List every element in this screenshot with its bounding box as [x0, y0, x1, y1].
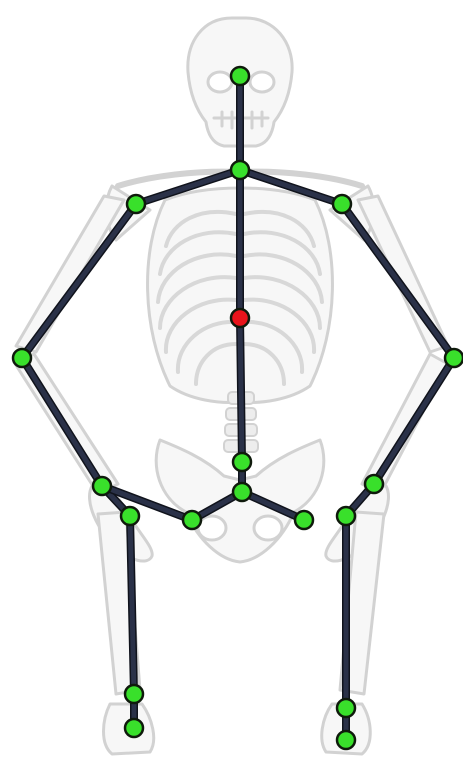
bone-left-shoulder-to-left-elbow [342, 204, 454, 358]
left-obturator [254, 516, 282, 540]
joint-right-wrist-upper[interactable] [93, 477, 111, 495]
joint-right-wrist-lower[interactable] [121, 507, 139, 525]
bone-spine-to-hip-upper [240, 318, 242, 462]
bone-right-shoulder-to-right-elbow [22, 204, 136, 358]
joint-hip-upper[interactable] [233, 453, 251, 471]
left-eye-socket [208, 72, 232, 92]
joint-hip-center[interactable] [233, 483, 251, 501]
joint-left-knee[interactable] [337, 699, 355, 717]
bone-left-elbow-to-left-wrist-upper [374, 358, 454, 484]
joint-left-elbow[interactable] [445, 349, 463, 367]
bone-right-elbow-to-right-wrist-upper [22, 358, 102, 486]
joint-right-knee[interactable] [125, 685, 143, 703]
joint-left-wrist-lower[interactable] [337, 507, 355, 525]
right-eye-socket [250, 72, 274, 92]
joint-neck[interactable] [231, 161, 249, 179]
joint-left-foot[interactable] [337, 731, 355, 749]
left-forearm [362, 354, 448, 494]
joint-right-elbow[interactable] [13, 349, 31, 367]
joint-spine[interactable] [231, 309, 249, 327]
joint-head[interactable] [231, 67, 249, 85]
joint-left-hip[interactable] [295, 511, 313, 529]
joint-left-wrist-upper[interactable] [365, 475, 383, 493]
right-humerus [16, 196, 124, 352]
anatomical-skeleton-background [14, 18, 448, 754]
joint-right-hip[interactable] [183, 511, 201, 529]
joint-right-foot[interactable] [125, 719, 143, 737]
joint-left-shoulder[interactable] [333, 195, 351, 213]
joint-right-shoulder[interactable] [127, 195, 145, 213]
